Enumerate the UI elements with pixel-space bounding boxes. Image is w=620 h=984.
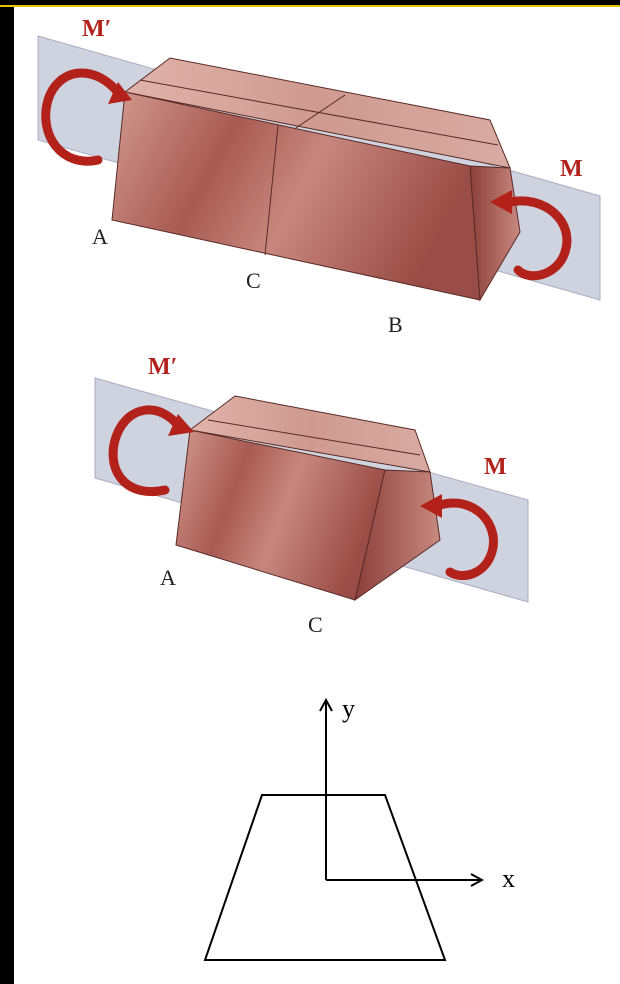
top-frame-bar bbox=[0, 0, 620, 5]
label-point-a-2: A bbox=[160, 565, 176, 590]
moment-arrowhead-right-2 bbox=[420, 494, 442, 518]
label-moment-left-2: M′ bbox=[148, 354, 177, 380]
label-moment-right-2: M bbox=[484, 454, 507, 480]
figure-3-cross-section: y x bbox=[203, 694, 515, 961]
moment-arrow-left-2 bbox=[108, 405, 185, 496]
label-moment-right-1: M bbox=[560, 156, 583, 182]
label-point-c-2: C bbox=[308, 612, 323, 637]
label-axis-y: y bbox=[342, 694, 355, 723]
top-accent-stripe bbox=[0, 5, 620, 7]
moment-arrowhead-right-1 bbox=[490, 190, 512, 214]
label-point-b-1: B bbox=[388, 312, 403, 337]
frame-notch bbox=[0, 318, 14, 346]
block-top-face-2 bbox=[188, 395, 431, 473]
block-end-face-2 bbox=[354, 469, 441, 602]
label-axis-x: x bbox=[502, 864, 515, 893]
block-section-line-front-1 bbox=[264, 124, 279, 256]
moment-arrowhead-left-2 bbox=[168, 414, 194, 436]
label-point-c-1: C bbox=[246, 268, 261, 293]
moment-arrow-left-1 bbox=[41, 68, 125, 166]
figure-1-full-beam: M′ M A C B bbox=[37, 16, 601, 337]
figure-2-half-beam: M′ M A C bbox=[94, 354, 529, 637]
left-frame-bar bbox=[0, 0, 14, 984]
trapezoid-cross-section bbox=[203, 794, 447, 961]
block-top-midline-2 bbox=[207, 419, 421, 456]
label-moment-left-1: M′ bbox=[82, 16, 111, 42]
moment-arrow-right-1 bbox=[505, 196, 572, 281]
moment-arrow-right-2 bbox=[435, 498, 498, 580]
label-point-a-1: A bbox=[92, 224, 108, 249]
moment-arrowhead-left-1 bbox=[108, 82, 132, 104]
